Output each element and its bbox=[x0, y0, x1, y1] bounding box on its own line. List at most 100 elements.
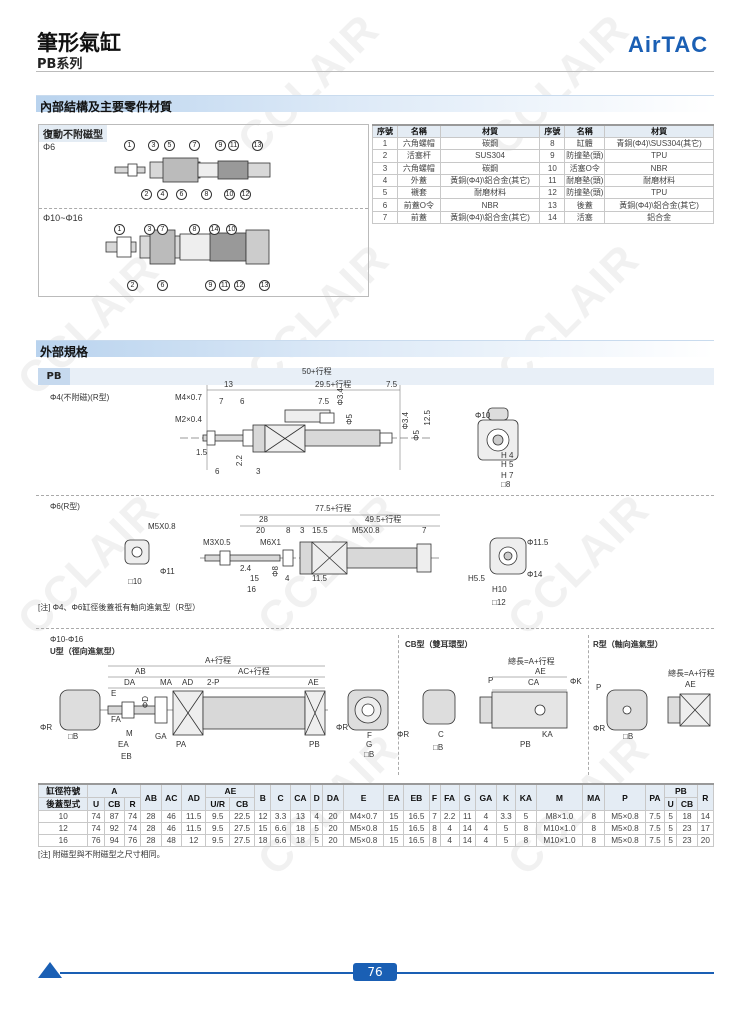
dimension-label: M5X0.8 bbox=[352, 526, 380, 535]
dimension-label: 2.2 bbox=[235, 455, 244, 467]
dimension-label: AE bbox=[308, 678, 319, 687]
part-number-callout: 13 bbox=[259, 280, 270, 291]
dimension-label: EB bbox=[121, 752, 132, 761]
dimension-label: ΦR bbox=[397, 730, 410, 739]
table-cell: 4 bbox=[310, 810, 324, 823]
divider bbox=[36, 628, 714, 629]
dimension-label: □8 bbox=[501, 480, 511, 489]
dimension-label: H5.5 bbox=[468, 574, 485, 583]
phi10-16-label: Φ10~Φ16 bbox=[43, 213, 83, 223]
part-number-callout: 7 bbox=[157, 224, 168, 235]
pb-tab-bar bbox=[38, 368, 714, 385]
table-cell: 16.5 bbox=[403, 810, 430, 823]
dimension-label: AC+行程 bbox=[238, 667, 270, 676]
table-cell: 11 bbox=[458, 810, 476, 823]
dimension-label: 20 bbox=[256, 526, 265, 535]
column-subheader: CB bbox=[676, 797, 698, 811]
table-cell: 5 bbox=[310, 834, 324, 847]
table-cell: 六角螺帽 bbox=[396, 161, 441, 175]
table-cell: 18 bbox=[289, 834, 312, 847]
dimension-label: EA bbox=[118, 740, 129, 749]
column-header: A bbox=[87, 783, 142, 798]
page-title: 筆形氣缸 bbox=[37, 31, 121, 55]
table-cell: 28 bbox=[140, 822, 162, 835]
table-cell: 7.5 bbox=[644, 822, 666, 835]
part-number-callout: 1 bbox=[124, 140, 135, 151]
dimension-label: 15 bbox=[250, 574, 259, 583]
column-header: 材質 bbox=[604, 124, 714, 138]
table-cell: 11 bbox=[539, 173, 566, 188]
column-header: B bbox=[254, 783, 272, 811]
table-cell: 碳鋼 bbox=[439, 136, 541, 151]
table-cell: 4 bbox=[439, 834, 460, 847]
table-cell: 8 bbox=[428, 822, 441, 835]
table-cell: 14 bbox=[539, 210, 566, 225]
column-header: C bbox=[270, 783, 291, 811]
column-subheader: U bbox=[87, 797, 105, 811]
column-header: 材質 bbox=[439, 124, 541, 138]
table-cell: 15 bbox=[383, 834, 405, 847]
dimension-label: 7 bbox=[422, 526, 427, 535]
column-header: CA bbox=[289, 783, 312, 811]
table-cell: 8 bbox=[582, 834, 606, 847]
dimension-label: Φ11.5 bbox=[527, 538, 549, 547]
table-cell: 缸體 bbox=[564, 136, 606, 151]
table-cell: M5×0.8 bbox=[604, 810, 646, 823]
table-cell: 15 bbox=[254, 822, 272, 835]
part-number-callout: 10 bbox=[224, 189, 235, 200]
table-cell: 5 bbox=[495, 834, 517, 847]
table-cell: 1 bbox=[372, 136, 398, 151]
table-cell: 94 bbox=[103, 834, 126, 847]
dimension-label: GA bbox=[155, 732, 167, 741]
dimension-label: AE bbox=[535, 667, 546, 676]
column-header: AB bbox=[140, 783, 162, 811]
part-number-callout: 10 bbox=[226, 224, 237, 235]
dimension-label: MA bbox=[160, 678, 172, 687]
column-header: 名稱 bbox=[396, 124, 441, 138]
table-cell: 黃銅(Φ4)\鋁合金(其它) bbox=[439, 210, 541, 225]
dimension-label: □B bbox=[433, 743, 444, 752]
table-cell: 外蓋 bbox=[396, 173, 441, 188]
dimension-label: 12.5 bbox=[423, 410, 432, 426]
dimension-label: ΦR bbox=[593, 724, 606, 733]
table-cell: 18 bbox=[676, 810, 698, 823]
dimension-label: G bbox=[366, 740, 373, 749]
column-header: D bbox=[310, 783, 324, 811]
dimension-label: C bbox=[438, 730, 444, 739]
column-subheader: CB bbox=[103, 797, 126, 811]
dimension-label: 2-P bbox=[207, 678, 220, 687]
dimension-label: PB bbox=[309, 740, 320, 749]
box-label: 復動不附磁型 bbox=[39, 125, 107, 142]
table-cell: 22.5 bbox=[228, 810, 256, 823]
column-header: PA bbox=[644, 783, 666, 811]
dims-note: [注] 附磁型與不附磁型之尺寸相同。 bbox=[38, 850, 165, 859]
column-header: F bbox=[428, 783, 441, 811]
table-cell: 8 bbox=[515, 822, 537, 835]
dimension-label: H 5 bbox=[501, 460, 514, 469]
table-cell: 9.5 bbox=[205, 810, 230, 823]
table-cell: 14 bbox=[696, 810, 715, 823]
dimension-label: Φ3.4 bbox=[336, 388, 345, 406]
column-header: P bbox=[604, 783, 646, 811]
column-header: FA bbox=[439, 783, 460, 811]
table-cell: M5×0.8 bbox=[604, 834, 646, 847]
part-number-callout: 1 bbox=[114, 224, 125, 235]
page-number: 76 bbox=[353, 963, 397, 981]
dimension-label: H 4 bbox=[501, 451, 514, 460]
brand-logo: AirTAC bbox=[628, 32, 709, 57]
table-cell: 前蓋 bbox=[396, 210, 441, 225]
part-number-callout: 4 bbox=[157, 189, 168, 200]
table-cell: 7 bbox=[372, 210, 398, 225]
table-cell: 7.5 bbox=[644, 834, 666, 847]
phi4-label: Φ4(不附磁)(R型) bbox=[50, 393, 110, 402]
table-cell: 5 bbox=[495, 822, 517, 835]
dimension-label: FA bbox=[111, 715, 121, 724]
table-cell: 耐磨材料 bbox=[604, 173, 714, 188]
part-number-callout: 8 bbox=[201, 189, 212, 200]
